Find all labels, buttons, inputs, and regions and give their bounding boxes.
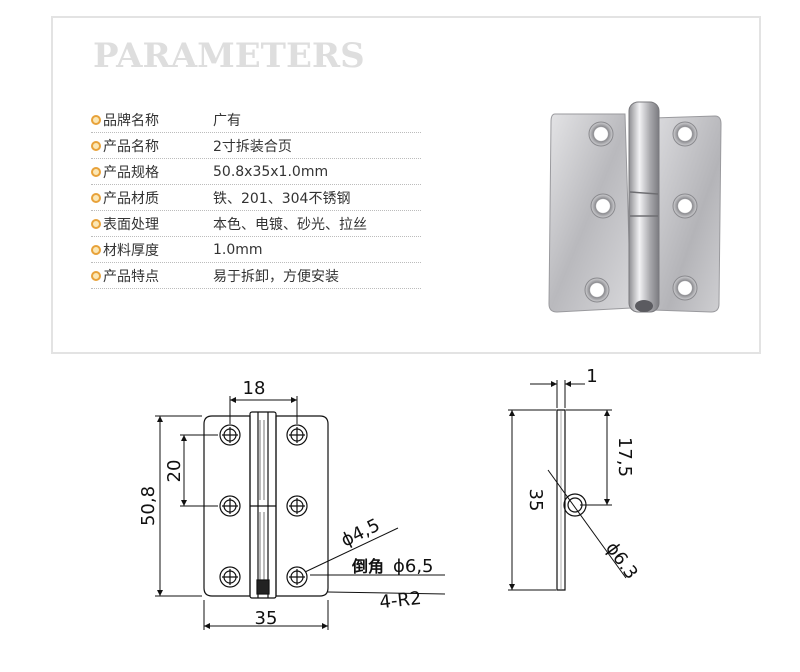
bullet-icon: [91, 270, 101, 281]
spec-value: 2寸拆装合页: [213, 138, 292, 155]
knuckle-outline: [249, 411, 277, 599]
parameters-title: PARAMETERS: [93, 36, 365, 76]
spec-row: 产品名称 2寸拆装合页: [91, 133, 421, 159]
spec-value: 50.8x35x1.0mm: [213, 163, 329, 180]
spec-value: 本色、电镀、砂光、拉丝: [213, 216, 367, 233]
dim-offset-17-5: 17,5: [614, 437, 635, 477]
bullet-icon: [91, 218, 101, 229]
mounting-holes: [219, 424, 308, 588]
right-plate-outline: [275, 415, 329, 597]
left-plate-outline: [203, 415, 251, 597]
spec-label: 表面处理: [103, 216, 159, 233]
hinge-photo: [548, 101, 722, 313]
dim-chamfer-6-5: ϕ6,5: [393, 556, 434, 577]
spec-value: 1.0mm: [213, 241, 263, 258]
spec-value: 易于拆卸，方便安装: [213, 268, 339, 285]
bullet-icon: [91, 166, 101, 177]
dim-chamfer-label: 倒角: [351, 557, 384, 576]
spec-label: 品牌名称: [103, 112, 159, 129]
spec-row: 产品特点 易于拆卸，方便安装: [91, 263, 421, 289]
dim-total-width-35: 35: [255, 608, 278, 629]
spec-table: 品牌名称 广有 产品名称 2寸拆装合页 产品规格 50.8x35x1.0mm 产…: [91, 107, 421, 289]
dim-thickness-1: 1: [586, 366, 597, 387]
spec-row: 材料厚度 1.0mm: [91, 237, 421, 263]
technical-drawing: 18 20 50,8 ϕ4,5 倒角 ϕ6,5 4-R2 35 1 35 17,…: [138, 366, 642, 630]
spec-row: 产品材质 铁、201、304不锈钢: [91, 185, 421, 211]
dim-pitch-20: 20: [164, 460, 185, 483]
side-view-plate: [556, 409, 566, 591]
parameters-panel: PARAMETERS 品牌名称 广有 产品名称 2寸拆装合页 产品规格 50.8…: [51, 16, 761, 354]
bullet-icon: [91, 114, 101, 125]
dim-width-18: 18: [243, 378, 266, 399]
spec-label: 材料厚度: [103, 242, 159, 259]
spec-label: 产品规格: [103, 164, 159, 181]
bullet-icon: [91, 140, 101, 151]
spec-row: 品牌名称 广有: [91, 107, 421, 133]
spec-row: 表面处理 本色、电镀、砂光、拉丝: [91, 211, 421, 237]
spec-label: 产品名称: [103, 138, 159, 155]
dim-height-35: 35: [525, 489, 546, 512]
bullet-icon: [91, 192, 101, 203]
dim-radius: 4-R2: [378, 588, 422, 613]
spec-value: 铁、201、304不锈钢: [213, 190, 351, 207]
spec-label: 产品特点: [103, 268, 159, 285]
spec-label: 产品材质: [103, 190, 159, 207]
spec-value: 广有: [213, 112, 241, 129]
dim-height-50-8: 50,8: [138, 486, 159, 526]
dim-pin-6-3: ϕ6.3: [601, 538, 642, 583]
spec-row: 产品规格 50.8x35x1.0mm: [91, 159, 421, 185]
bullet-icon: [91, 244, 101, 255]
